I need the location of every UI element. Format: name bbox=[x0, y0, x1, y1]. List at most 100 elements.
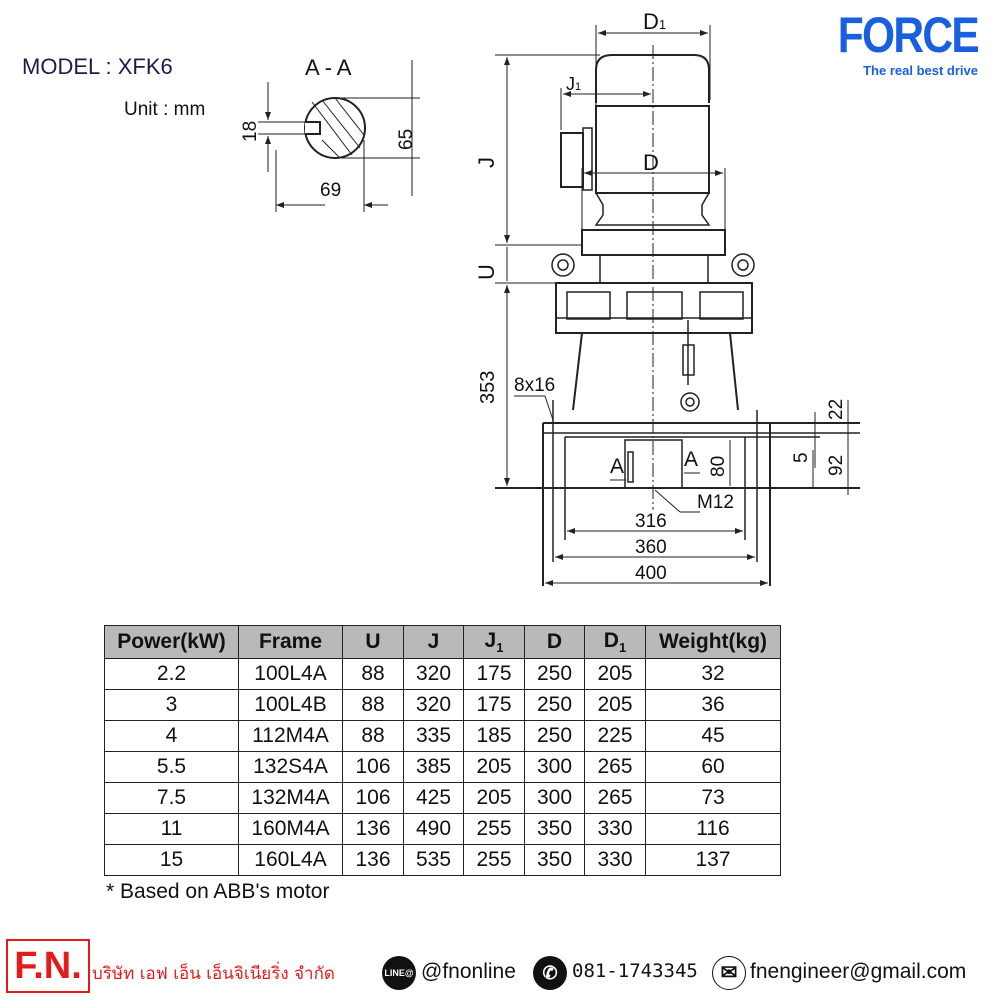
dim-353: 353 bbox=[477, 371, 499, 404]
dim-width: 69 bbox=[320, 180, 341, 201]
column-header: D bbox=[524, 625, 585, 659]
phone-icon: ✆ bbox=[533, 956, 567, 990]
dim-5: 5 bbox=[791, 452, 812, 463]
table-cell: 185 bbox=[463, 720, 525, 752]
phone-number[interactable]: 081-1743345 bbox=[572, 960, 698, 982]
terminal-box bbox=[560, 132, 584, 188]
table-cell: 106 bbox=[342, 751, 404, 783]
brand-name: FORCE bbox=[837, 7, 980, 63]
table-cell: 88 bbox=[342, 689, 404, 721]
table-cell: 335 bbox=[403, 720, 464, 752]
table-cell: 205 bbox=[584, 689, 646, 721]
table-cell: 265 bbox=[584, 782, 646, 814]
dim-u: U bbox=[474, 264, 499, 280]
email-address[interactable]: fnengineer@gmail.com bbox=[750, 960, 967, 983]
line-icon: LINE@ bbox=[382, 956, 416, 990]
table-cell: 160L4A bbox=[238, 844, 343, 876]
table-cell: 88 bbox=[342, 720, 404, 752]
table-cell: 112M4A bbox=[238, 720, 343, 752]
table-cell: 205 bbox=[463, 782, 525, 814]
table-cell: 100L4A bbox=[238, 658, 343, 690]
table-cell: 300 bbox=[524, 751, 585, 783]
table-cell: 4 bbox=[104, 720, 239, 752]
table-cell: 5.5 bbox=[104, 751, 239, 783]
column-header: Frame bbox=[238, 625, 343, 659]
table-cell: 250 bbox=[524, 658, 585, 690]
table-note: * Based on ABB's motor bbox=[106, 880, 330, 903]
table-cell: 255 bbox=[463, 844, 525, 876]
column-header: D1 bbox=[584, 625, 646, 659]
email-icon: ✉ bbox=[712, 956, 746, 990]
table-cell: 175 bbox=[463, 658, 525, 690]
table-cell: 116 bbox=[645, 813, 781, 845]
column-header: J1 bbox=[463, 625, 525, 659]
table-cell: 132M4A bbox=[238, 782, 343, 814]
table-cell: 11 bbox=[104, 813, 239, 845]
table-cell: 330 bbox=[584, 813, 646, 845]
table-cell: 132S4A bbox=[238, 751, 343, 783]
dim-92: 92 bbox=[826, 455, 847, 476]
table-cell: 320 bbox=[403, 658, 464, 690]
column-header: U bbox=[342, 625, 404, 659]
column-header: Weight(kg) bbox=[645, 625, 781, 659]
unit-label: Unit : mm bbox=[124, 99, 206, 120]
line-id[interactable]: @fnonline bbox=[421, 960, 516, 983]
table-cell: 385 bbox=[403, 751, 464, 783]
dim-key: 18 bbox=[240, 121, 261, 142]
technical-drawing: A - A 18 65 69 bbox=[240, 9, 860, 586]
table-cell: 255 bbox=[463, 813, 525, 845]
table-cell: 136 bbox=[342, 844, 404, 876]
dim-j1: J1 bbox=[566, 74, 581, 94]
table-cell: 300 bbox=[524, 782, 585, 814]
table-cell: 350 bbox=[524, 844, 585, 876]
column-header: J bbox=[403, 625, 464, 659]
dim-80: 80 bbox=[708, 456, 729, 477]
dim-360: 360 bbox=[635, 537, 667, 558]
footer: F.N. บริษัท เอฟ เอ็น เอ็นจิเนียริ่ง จำกั… bbox=[0, 936, 1000, 996]
thread-m12: M12 bbox=[697, 492, 734, 513]
table-cell: 45 bbox=[645, 720, 781, 752]
dim-316: 316 bbox=[635, 511, 667, 532]
section-marker-right: A bbox=[684, 448, 698, 471]
table-cell: 425 bbox=[403, 782, 464, 814]
table-cell: 32 bbox=[645, 658, 781, 690]
column-header: Power(kW) bbox=[104, 625, 239, 659]
table-cell: 15 bbox=[104, 844, 239, 876]
model-title: MODEL : XFK6 bbox=[22, 54, 173, 79]
table-cell: 350 bbox=[524, 813, 585, 845]
table-cell: 265 bbox=[584, 751, 646, 783]
table-cell: 490 bbox=[403, 813, 464, 845]
table-cell: 250 bbox=[524, 720, 585, 752]
gearmotor-drawing: J U 353 8x16 D1 J1 D 22 5 92 80 A A M12 … bbox=[474, 9, 860, 586]
table-cell: 175 bbox=[463, 689, 525, 721]
table-cell: 250 bbox=[524, 689, 585, 721]
fn-logo: F.N. bbox=[6, 939, 90, 993]
section-marker-left: A bbox=[610, 455, 624, 478]
table-cell: 330 bbox=[584, 844, 646, 876]
table-cell: 106 bbox=[342, 782, 404, 814]
table-cell: 60 bbox=[645, 751, 781, 783]
table-cell: 88 bbox=[342, 658, 404, 690]
dim-8x16: 8x16 bbox=[514, 375, 555, 396]
motor-fan-cover bbox=[595, 54, 710, 103]
table-cell: 320 bbox=[403, 689, 464, 721]
table-cell: 160M4A bbox=[238, 813, 343, 845]
dim-j: J bbox=[474, 157, 499, 168]
section-title: A - A bbox=[305, 55, 352, 80]
table-cell: 205 bbox=[584, 658, 646, 690]
dim-22: 22 bbox=[826, 399, 847, 420]
company-name: บริษัท เอฟ เอ็น เอ็นจิเนียริ่ง จำกัด bbox=[92, 964, 335, 984]
table-cell: 137 bbox=[645, 844, 781, 876]
table-cell: 205 bbox=[463, 751, 525, 783]
table-cell: 535 bbox=[403, 844, 464, 876]
table-cell: 36 bbox=[645, 689, 781, 721]
dim-d1: D1 bbox=[643, 9, 666, 34]
table-cell: 225 bbox=[584, 720, 646, 752]
